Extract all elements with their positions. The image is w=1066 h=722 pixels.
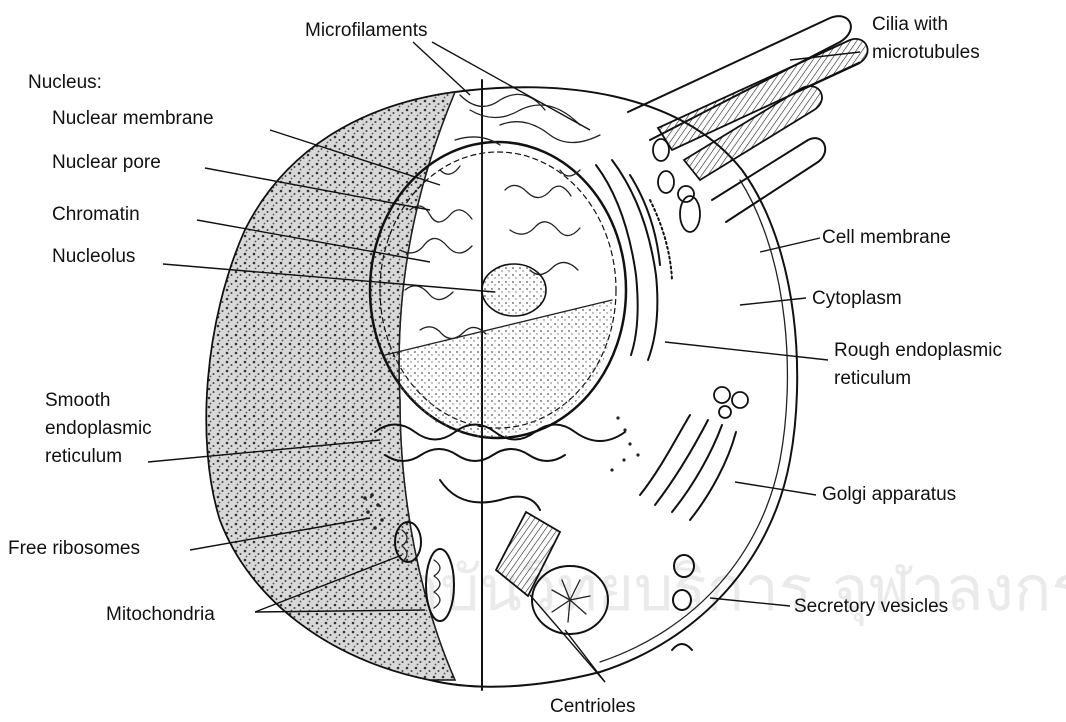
label-cilia-line1: Cilia with	[872, 14, 948, 35]
label-centrioles: Centrioles	[550, 696, 636, 717]
label-nucleolus: Nucleolus	[52, 246, 135, 267]
label-microfilaments: Microfilaments	[305, 20, 427, 41]
chromatin	[400, 166, 580, 339]
microfilaments	[455, 94, 600, 145]
watermark: สถาบันวิทยบริการ จุฬาลงกรณ์มหาวิทยาลัย	[330, 552, 1066, 626]
svg-text:สถาบันวิทยบริการ จุฬาลงกรณ์มหา: สถาบันวิทยบริการ จุฬาลงกรณ์มหาวิทยาลัย	[330, 552, 1066, 626]
label-rough-er-line2: reticulum	[834, 368, 911, 389]
label-chromatin: Chromatin	[52, 204, 140, 225]
mitochondria-top	[653, 139, 700, 232]
label-smooth-er-line2: endoplasmic	[45, 418, 152, 439]
label-cilia-line2: microtubules	[872, 42, 980, 63]
label-cytoplasm: Cytoplasm	[812, 288, 902, 309]
label-smooth-er-line1: Smooth	[45, 390, 110, 411]
label-cell-membrane: Cell membrane	[822, 227, 951, 248]
nucleolus	[482, 264, 546, 316]
label-nuclear-pore: Nuclear pore	[52, 152, 161, 173]
label-smooth-er-line3: reticulum	[45, 446, 122, 467]
label-free-ribosomes: Free ribosomes	[8, 538, 140, 559]
cilia	[628, 16, 868, 222]
label-rough-er-line1: Rough endoplasmic	[834, 340, 1002, 361]
golgi-apparatus	[640, 387, 748, 520]
label-golgi: Golgi apparatus	[822, 484, 956, 505]
label-nucleus: Nucleus:	[28, 72, 102, 93]
label-mitochondria: Mitochondria	[106, 604, 215, 625]
label-secretory-vesicles: Secretory vesicles	[794, 596, 948, 617]
label-nuclear-membrane: Nuclear membrane	[52, 108, 214, 129]
